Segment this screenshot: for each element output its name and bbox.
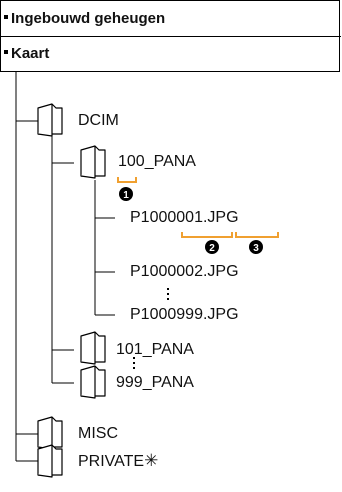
bullet-icon	[4, 50, 8, 54]
folder-label-100: 100_PANA	[118, 153, 196, 170]
marker-2: 2	[205, 240, 219, 254]
folder-icon-101	[80, 331, 106, 365]
folder-icon-misc	[37, 416, 63, 450]
ellipsis-files-icon	[167, 288, 169, 300]
svg-text:3: 3	[253, 243, 259, 254]
folder-label-101: 101_PANA	[116, 341, 194, 358]
ellipsis-folders-icon	[133, 357, 135, 369]
marker-1: 1	[119, 187, 133, 201]
folder-icon-dcim	[37, 103, 63, 137]
file-label-2: P1000002.JPG	[130, 263, 239, 280]
bracket-folder-number	[117, 177, 137, 183]
storage-card-label: Kaart	[4, 45, 49, 63]
storage-header: Ingebouwd geheugen Kaart	[0, 0, 341, 72]
bullet-icon	[4, 15, 8, 19]
header-divider	[1, 36, 341, 37]
folder-label-misc: MISC	[78, 425, 118, 442]
file-label-3: P1000999.JPG	[130, 306, 239, 323]
folder-label-dcim: DCIM	[78, 112, 119, 129]
folder-icon-private	[37, 444, 63, 478]
bracket-file-number	[181, 232, 233, 238]
folder-label-private: PRIVATE✳	[78, 451, 159, 471]
folder-icon-100	[80, 145, 106, 179]
folder-icon-999	[80, 365, 106, 399]
folder-tree: 1 2 3	[15, 72, 279, 478]
svg-text:2: 2	[209, 243, 215, 254]
bracket-extension	[235, 232, 279, 238]
storage-internal-label: Ingebouwd geheugen	[4, 10, 165, 28]
marker-3: 3	[249, 240, 263, 254]
asterisk-note-icon: ✳	[144, 451, 159, 470]
file-label-1: P1000001.JPG	[130, 209, 239, 226]
folder-label-999: 999_PANA	[116, 374, 194, 391]
svg-text:1: 1	[123, 190, 129, 201]
